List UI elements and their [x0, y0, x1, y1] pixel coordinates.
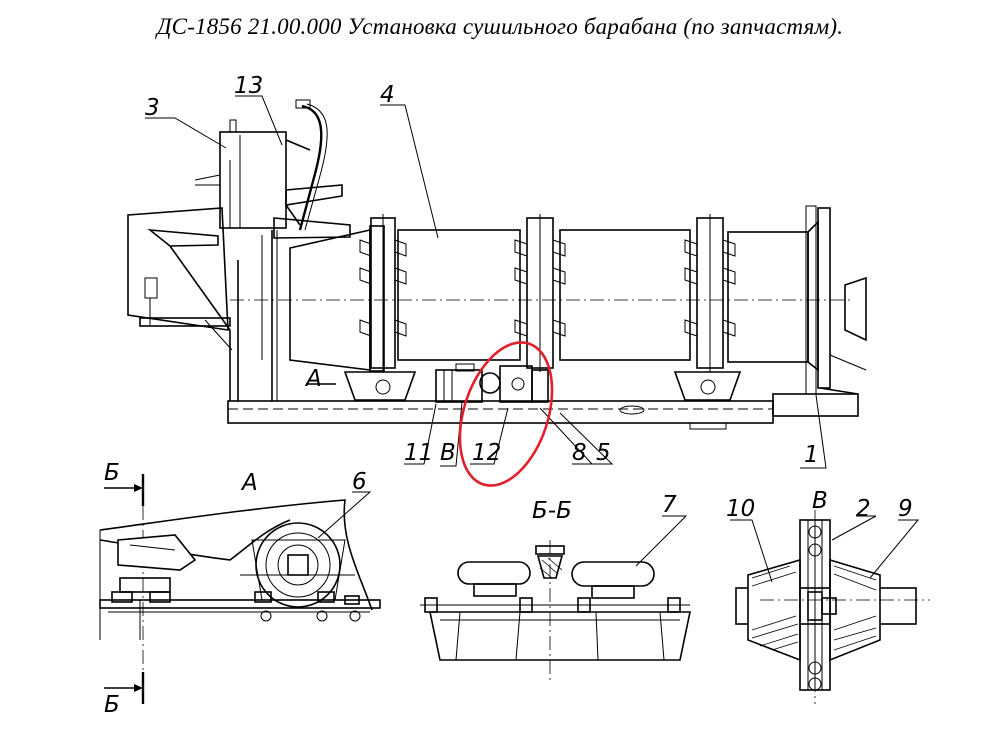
callout-11: 11 [404, 440, 433, 466]
callout-6: 6 [352, 469, 367, 495]
callout-7: 7 [662, 492, 677, 518]
view-v-marker: В [440, 440, 456, 466]
main-assembly-view [127, 99, 867, 430]
view-a-detail: А Б Б [99, 460, 381, 718]
callout-12: 12 [472, 440, 501, 466]
section-bb-detail: Б-Б [420, 498, 691, 680]
callout-3: 3 [145, 95, 160, 121]
section-b-bottom: Б [104, 692, 120, 718]
section-b-top: Б [104, 460, 120, 486]
callout-leaders [145, 95, 827, 469]
callout-9: 9 [898, 496, 913, 522]
view-v-detail: В [730, 488, 930, 704]
view-a-title: А [240, 470, 258, 496]
view-v-title: В [812, 488, 828, 514]
callout-10: 10 [726, 496, 755, 522]
callout-13: 13 [234, 73, 263, 99]
callout-8: 8 [572, 440, 587, 466]
drawing-title: ДС-1856 21.00.000 Установка сушильного б… [156, 14, 844, 39]
view-a-marker: А [304, 366, 322, 392]
callout-2: 2 [856, 496, 871, 522]
callout-4: 4 [380, 82, 395, 108]
callout-5: 5 [596, 440, 611, 466]
callout-1: 1 [804, 442, 819, 468]
highlight-ellipse [458, 341, 554, 487]
section-bb-title: Б-Б [532, 498, 572, 524]
